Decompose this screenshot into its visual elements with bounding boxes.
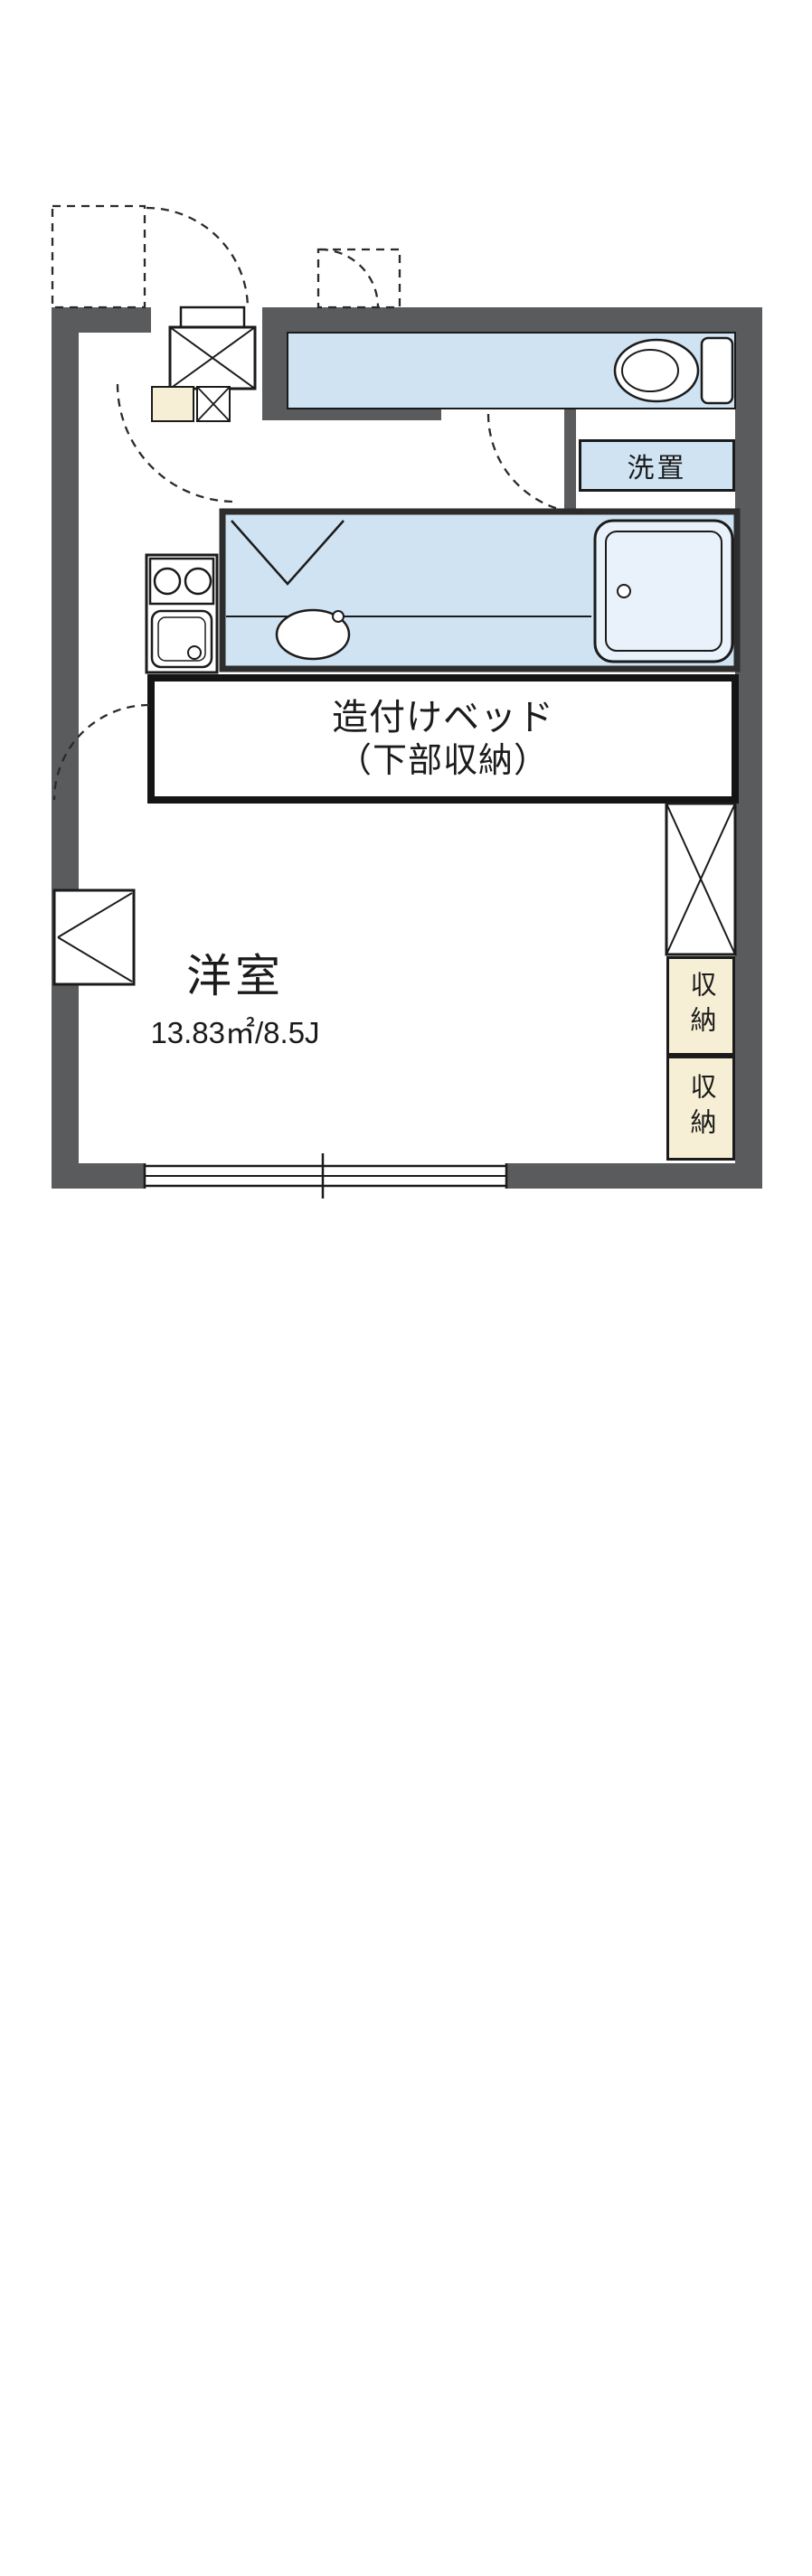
stove-top bbox=[148, 557, 215, 606]
bay-window-line-2 bbox=[57, 936, 133, 982]
entry-door-leaf-icon bbox=[51, 204, 146, 309]
entry-door-swing-2-icon bbox=[319, 248, 380, 308]
hall-door-swing-icon bbox=[116, 383, 236, 503]
wall-genkan-toilet-divider bbox=[262, 307, 288, 420]
bathtub-outer bbox=[593, 519, 734, 663]
sink-drain-icon bbox=[187, 645, 202, 660]
toilet-room bbox=[287, 332, 736, 409]
genkan-step bbox=[151, 386, 194, 422]
kitchen-sink-inner bbox=[157, 616, 206, 662]
kitchen-sink-icon bbox=[150, 609, 213, 669]
laundry-space-label: 洗置 bbox=[627, 454, 687, 484]
wall-washroom-stub bbox=[564, 409, 576, 513]
bathtub-drain bbox=[617, 584, 631, 598]
bathroom bbox=[219, 508, 741, 672]
toilet-bowl bbox=[613, 338, 700, 403]
laundry-space: 洗置 bbox=[579, 439, 735, 492]
pipe-space-icon bbox=[196, 386, 231, 422]
bed-box bbox=[147, 674, 739, 804]
refrigerator-cross-2 bbox=[666, 803, 736, 955]
storage-lower-label: 収納 bbox=[686, 1073, 715, 1143]
bed-side-door-swing-icon bbox=[52, 703, 150, 801]
washroom-door-swing-icon bbox=[486, 413, 589, 515]
bay-window-icon bbox=[52, 888, 136, 986]
bathroom-folding-door-icon bbox=[231, 520, 345, 586]
built-in-bed bbox=[147, 674, 739, 804]
bed-label-line2: （下部収納） bbox=[336, 742, 549, 781]
toilet-tank bbox=[700, 336, 734, 405]
window-icon bbox=[143, 1153, 508, 1199]
stove-burner-right-icon bbox=[184, 567, 212, 596]
bathtub-icon bbox=[593, 519, 734, 663]
room-size: 13.83㎡/8.5J bbox=[150, 1016, 320, 1049]
refrigerator-space-icon bbox=[665, 802, 737, 956]
wall-top-right bbox=[262, 307, 762, 333]
storage-upper-label: 収納 bbox=[686, 971, 715, 1041]
wall-left bbox=[52, 307, 79, 1189]
door-swings bbox=[51, 204, 589, 801]
bay-window-box bbox=[52, 888, 136, 986]
wall-top-left bbox=[52, 307, 151, 333]
bay-window-line-1 bbox=[57, 892, 133, 938]
entrance-door-sill bbox=[179, 306, 246, 329]
wall-toilet-bottom-stub bbox=[288, 409, 441, 420]
kitchen-icon bbox=[145, 553, 219, 674]
pipe-space-cross-2 bbox=[196, 386, 231, 422]
room-name: 洋室 bbox=[186, 951, 284, 1001]
storage-upper: 収納 bbox=[666, 956, 735, 1056]
entry-door-swing-icon bbox=[146, 206, 250, 310]
stove-burner-left-icon bbox=[153, 567, 182, 596]
wall-right bbox=[735, 307, 762, 1189]
floorplan: 洗置 造付けベッド （下部収納） 洋室 13.83㎡/8.5J 収納 収納 bbox=[51, 204, 762, 1199]
bathtub-inner bbox=[605, 531, 722, 652]
bed-label-line1: 造付けベッド bbox=[332, 698, 554, 738]
room-label: 洋室 13.83㎡/8.5J bbox=[99, 940, 371, 1052]
washbasin-icon bbox=[275, 608, 351, 661]
entry-door-leaf-2-icon bbox=[316, 248, 401, 309]
toilet-icon bbox=[613, 336, 734, 405]
entrance-area bbox=[151, 306, 257, 422]
toilet-seat bbox=[621, 349, 679, 392]
shoe-cabinet-icon bbox=[168, 325, 257, 390]
storage-lower: 収納 bbox=[666, 1056, 735, 1161]
bed-label: 造付けベッド （下部収納） bbox=[151, 682, 735, 797]
shoe-cabinet-cross-2 bbox=[169, 326, 256, 390]
floorplan-graphics bbox=[51, 204, 762, 1199]
washbasin-faucet-icon bbox=[332, 610, 345, 623]
